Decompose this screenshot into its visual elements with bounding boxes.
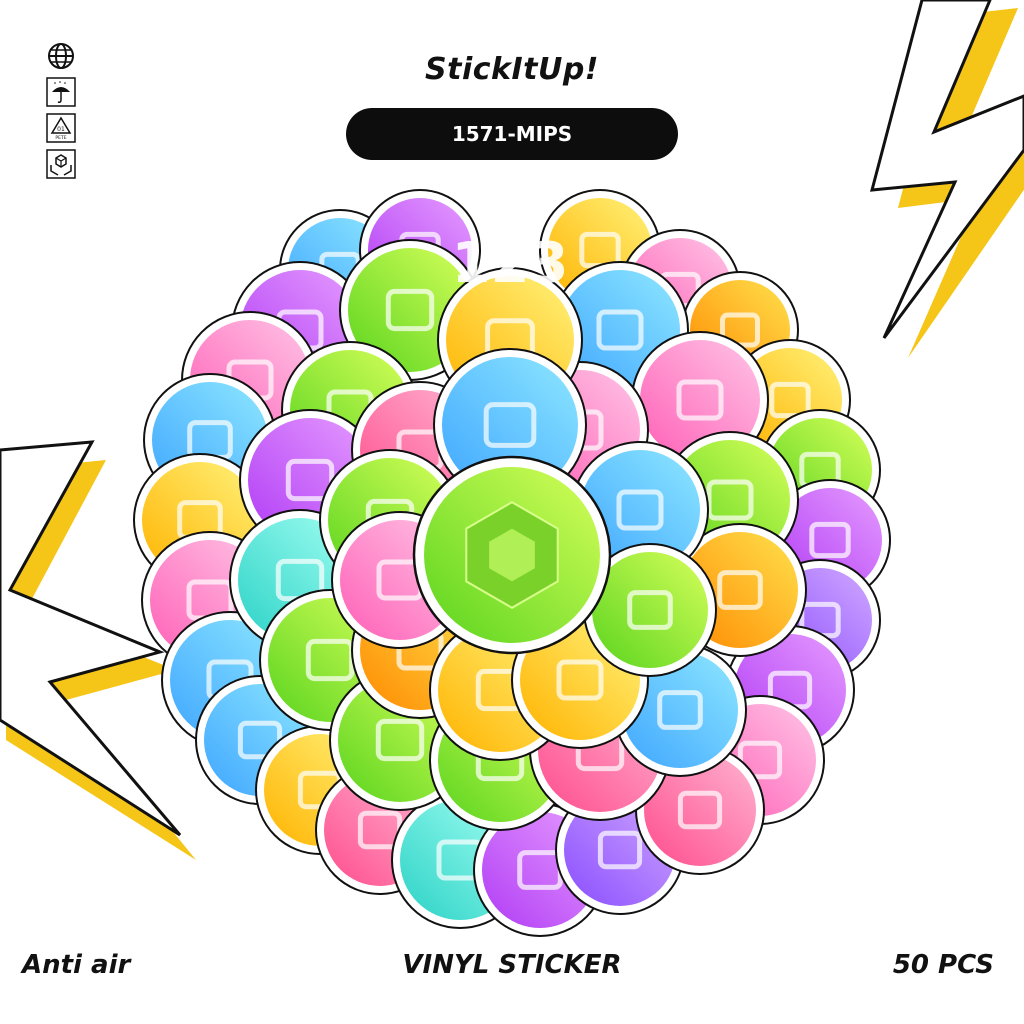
pete-01-recycle-icon: 01 PETE bbox=[46, 113, 76, 143]
product-code: 1571-MIPS bbox=[451, 122, 573, 146]
footer-quantity-text: 50 PCS bbox=[892, 950, 994, 980]
lightning-bolt-top-right bbox=[870, 0, 1024, 358]
brand-logo: StickItUp! bbox=[425, 52, 599, 87]
green-gem-sticker bbox=[412, 455, 612, 655]
sticker-45 bbox=[583, 543, 717, 677]
footer-material-text: Anti air bbox=[22, 950, 131, 980]
keep-dry-umbrella-icon bbox=[46, 77, 76, 107]
sticker-label-123: 123 bbox=[452, 231, 569, 296]
product-code-badge: 1571-MIPS bbox=[346, 108, 678, 160]
hands-box-icon bbox=[46, 149, 76, 179]
lightning-bolt-left bbox=[0, 440, 196, 860]
sticker-24 bbox=[635, 745, 765, 875]
svg-text:01: 01 bbox=[57, 126, 65, 133]
footer-type-text: VINYL STICKER bbox=[402, 950, 622, 980]
globe-icon bbox=[48, 43, 74, 69]
svg-text:PETE: PETE bbox=[55, 135, 66, 141]
certification-icons: 01 PETE bbox=[46, 41, 78, 185]
